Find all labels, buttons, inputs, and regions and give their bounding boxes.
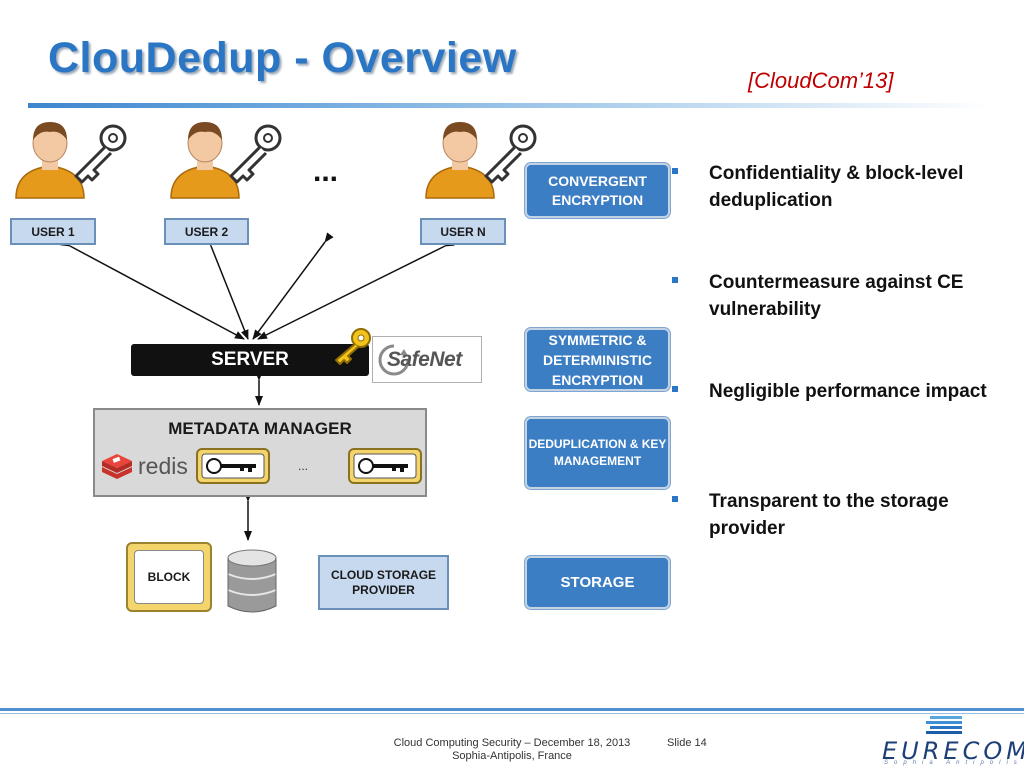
metadata-key-icon-1 bbox=[196, 448, 270, 484]
slide-title: ClouDedup - Overview bbox=[48, 34, 517, 82]
footer-line-2: Sophia-Antipolis, France bbox=[452, 750, 572, 762]
title-divider bbox=[28, 103, 990, 108]
eurecom-logo-subtext: Sophia Antipolis bbox=[884, 760, 1023, 766]
step-deduplication-key-management: DEDUPLICATION & KEY MANAGEMENT bbox=[525, 417, 670, 489]
block-label: BLOCK bbox=[134, 550, 204, 604]
safenet-logo: SafeNet bbox=[372, 336, 482, 383]
bullet-item: Negligible performance impact bbox=[672, 378, 1022, 438]
bullet-item: Confidentiality & block-level deduplicat… bbox=[672, 160, 1022, 220]
users-ellipsis: ... bbox=[313, 155, 339, 188]
footer-text: Cloud Computing Security – December 18, … bbox=[372, 737, 652, 763]
arrow-usern-server bbox=[257, 238, 455, 340]
metadata-manager-title: METADATA MANAGER bbox=[168, 419, 352, 438]
redis-logo-text: redis bbox=[138, 453, 188, 479]
arrow-more-users-server bbox=[252, 232, 334, 340]
server-key-icon bbox=[335, 328, 371, 365]
bullet-item: Transparent to the storage provider bbox=[672, 488, 1022, 548]
safenet-logo-text: SafeNet bbox=[387, 348, 462, 371]
redis-cube-icon bbox=[102, 454, 132, 479]
slide-number: Slide 14 bbox=[667, 737, 707, 749]
user-n-icon bbox=[425, 122, 537, 199]
arrow-user2-server bbox=[203, 236, 249, 340]
bullet-text: Negligible performance impact bbox=[709, 381, 987, 402]
user-n-label: USER N bbox=[420, 218, 506, 245]
metadata-manager-box: METADATA MANAGER redis ... bbox=[93, 408, 427, 497]
bullet-square-icon bbox=[672, 168, 678, 174]
bullet-text: Countermeasure against CE vulnerability bbox=[709, 272, 964, 320]
step-convergent-encryption: CONVERGENT ENCRYPTION bbox=[525, 163, 670, 218]
user-2-icon bbox=[170, 122, 282, 199]
metadata-keys-ellipsis: ... bbox=[298, 459, 309, 473]
block-box: BLOCK bbox=[126, 542, 212, 612]
footer-line-1: Cloud Computing Security – December 18, … bbox=[393, 737, 631, 749]
bullet-item: Countermeasure against CE vulnerability bbox=[672, 269, 1022, 329]
bullet-text: Transparent to the storage provider bbox=[709, 491, 949, 539]
server-bar: SERVER bbox=[131, 344, 369, 376]
step-symmetric-deterministic-encryption: SYMMETRIC & DETERMINISTIC ENCRYPTION bbox=[525, 328, 670, 391]
bullet-square-icon bbox=[672, 277, 678, 283]
footer-divider-thin bbox=[0, 713, 1024, 714]
safenet-swirl-icon bbox=[378, 344, 410, 376]
bullet-square-icon bbox=[672, 496, 678, 502]
database-icon bbox=[227, 549, 277, 613]
eurecom-logo-text: EURECOM bbox=[882, 737, 1024, 765]
citation: [CloudCom’13] bbox=[748, 68, 894, 93]
bullet-square-icon bbox=[672, 386, 678, 392]
eurecom-logo-bars-icon bbox=[926, 716, 962, 734]
user-2-label: USER 2 bbox=[164, 218, 249, 245]
user-1-icon bbox=[15, 122, 127, 199]
user-1-label: USER 1 bbox=[10, 218, 96, 245]
cloud-storage-provider-box: CLOUD STORAGE PROVIDER bbox=[318, 555, 449, 610]
footer-divider bbox=[0, 708, 1024, 711]
metadata-key-icon-2 bbox=[348, 448, 422, 484]
step-storage: STORAGE bbox=[525, 556, 670, 609]
bullet-text: Confidentiality & block-level deduplicat… bbox=[709, 163, 964, 211]
arrow-user1-server bbox=[60, 238, 245, 340]
